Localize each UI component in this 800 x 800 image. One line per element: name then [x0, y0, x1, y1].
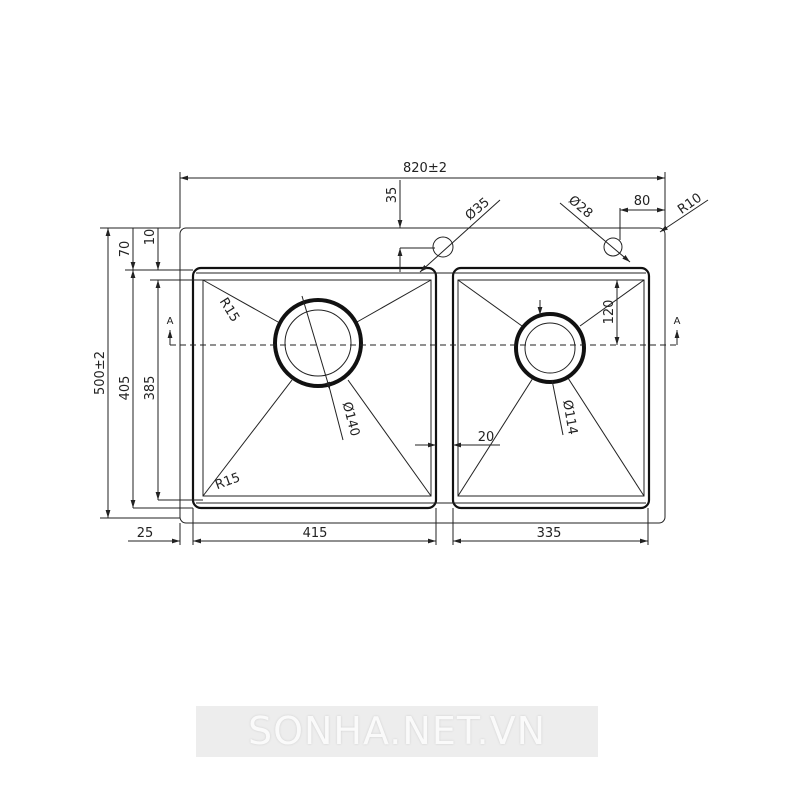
- dim-left-bowl-width: 415: [303, 526, 328, 541]
- watermark-box: [196, 706, 598, 757]
- dim-divider: 20: [478, 430, 495, 445]
- dim-rim-small: 10: [143, 229, 158, 246]
- left-drain-outer: [273, 298, 363, 388]
- dim-drain-left: Ø140: [339, 400, 363, 438]
- right-drain-outer: [514, 312, 586, 384]
- dim-bowl-outer-depth: 405: [118, 376, 133, 401]
- dim-overall-depth: 500±2: [93, 351, 108, 395]
- left-drain-inner: [284, 309, 352, 377]
- watermark-text: SONHA.NET.VN: [247, 709, 547, 753]
- dim-bowl-inner-depth: 385: [143, 376, 158, 401]
- left-bowl-slopes: [202, 279, 432, 497]
- dim-left-margin: 25: [137, 526, 154, 541]
- dim-right-bowl-width: 335: [537, 526, 562, 541]
- dim-tap-offset: 35: [385, 187, 400, 204]
- tap-hole-2: [603, 237, 623, 257]
- dim-tap-hole-2: Ø28: [565, 193, 595, 222]
- dim-rim-back: 70: [118, 241, 133, 258]
- right-bowl-inner: [457, 279, 645, 497]
- sink-plate-outline: [179, 227, 666, 524]
- left-bowl-inner: [202, 279, 432, 497]
- dim-drain-right-offset: 120: [602, 300, 617, 325]
- left-bowl-outer: [191, 266, 438, 510]
- dim-overall-width: 820±2: [403, 161, 447, 176]
- dim-bowl-corner-bottom: R15: [213, 470, 242, 493]
- right-drain-inner: [524, 322, 576, 374]
- dim-corner-radius: R10: [675, 191, 705, 218]
- right-bowl-outer: [451, 266, 651, 510]
- dim-drain-right: Ø114: [559, 399, 580, 436]
- tap-hole-1: [432, 236, 454, 258]
- right-bowl-slopes: [457, 279, 645, 497]
- section-mark-left: A: [167, 316, 174, 327]
- section-mark-right: A: [674, 316, 681, 327]
- dim-tap-2-offset: 80: [634, 194, 651, 209]
